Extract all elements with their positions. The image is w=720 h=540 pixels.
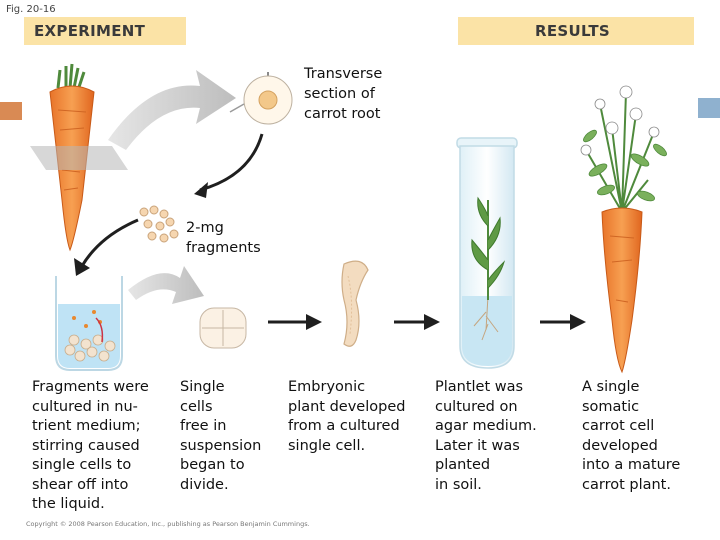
experiment-banner: EXPERIMENT [24,17,186,45]
step-5-caption: A single somatic carrot cell developed i… [582,379,681,493]
step-4-caption: Plantlet was cultured on agar medium. La… [435,379,537,493]
step-3-caption: Embryonic plant developed from a culture… [288,379,406,454]
black-arrow-2 [80,218,139,267]
copyright-note: Copyright © 2008 Pearson Education, Inc.… [26,520,310,528]
slide-tab-left [0,102,22,120]
black-arrow-4 [394,314,440,330]
section-plane [30,146,128,170]
embryo-icon [341,260,369,347]
step-2-caption: Single cells free in suspension began to… [180,379,262,493]
step-1-caption: Fragments were cultured in nu- trient me… [32,379,149,512]
figure-label: Fig. 20-16 [6,4,56,15]
results-banner: RESULTS [458,17,694,45]
mature-carrot-plant-icon [580,85,667,374]
beaker-icon [55,276,123,371]
black-arrow-1 [199,133,264,192]
transverse-section-label: Transverse section of carrot root [304,66,383,122]
plantlet-icon [471,196,506,300]
black-arrow-5 [540,314,586,330]
fragments-icon [139,205,179,243]
fragments-label: 2-mg fragments [186,220,261,256]
gray-arrow-2 [128,266,204,304]
gray-arrow-1 [108,70,236,150]
dividing-cell-icon [199,307,247,349]
black-arrow-3 [268,314,322,330]
slide-tab-right [698,98,720,118]
root-cross-section-icon [229,72,293,125]
